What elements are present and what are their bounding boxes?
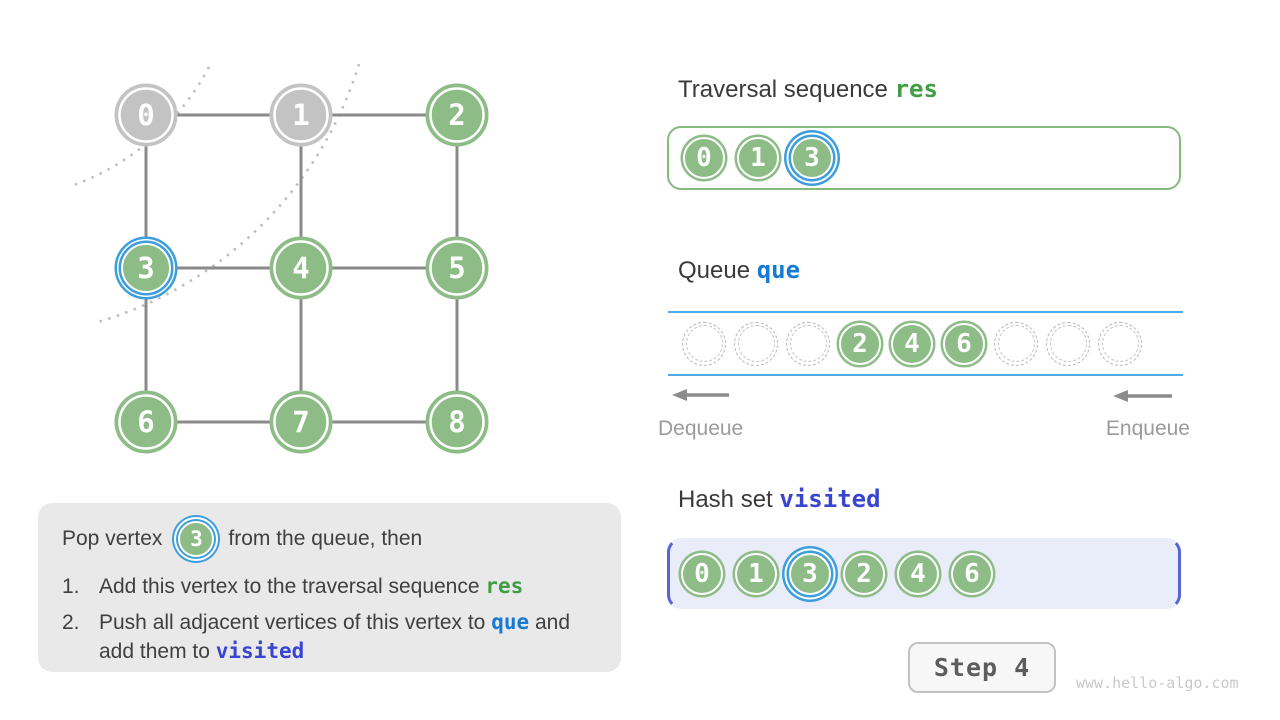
res-item: 0	[683, 137, 725, 179]
keyword-que: que	[756, 256, 801, 284]
visited-item-value: 0	[694, 558, 710, 589]
queue-item: 2	[839, 322, 881, 365]
explanation-intro-prefix: Pop vertex	[62, 527, 163, 550]
list-number: 2.	[62, 611, 80, 634]
explanation-intro-suffix: from the queue, then	[228, 527, 423, 550]
enqueue-arrow-icon	[1113, 390, 1172, 402]
queue-empty-slot	[734, 321, 778, 366]
graph-node-6: 6	[114, 390, 178, 454]
graph-node-7: 7	[269, 390, 333, 454]
traversal-heading: Traversal sequence res	[678, 74, 938, 105]
keyword-que: que	[491, 610, 530, 634]
traversal-sequence-box: 0 1 3	[667, 126, 1181, 190]
graph-node-0: 0	[114, 83, 178, 147]
visited-item-value: 4	[910, 558, 926, 589]
visited-heading-text: Hash set	[678, 486, 780, 513]
graph-node-label: 0	[137, 98, 154, 132]
visited-heading: Hash set visited	[678, 484, 881, 515]
queue-empty-slot	[1098, 321, 1142, 366]
visited-item-value: 3	[802, 558, 818, 589]
graph-node-label: 7	[292, 405, 309, 439]
visited-item: 4	[897, 552, 939, 595]
queue-item-value: 4	[904, 328, 920, 359]
queue-empty-slot	[994, 321, 1038, 366]
explanation-step-2: 2. Push all adjacent vertices of this ve…	[62, 608, 597, 666]
dequeue-label: Dequeue	[658, 417, 744, 440]
visited-set-box: 0 1 3 2 4 6	[667, 538, 1181, 609]
visited-item-highlighted: 3	[789, 552, 831, 595]
res-item-highlighted: 3	[791, 137, 833, 179]
queue-heading: Queue que	[678, 255, 800, 286]
list-number: 1.	[62, 575, 80, 598]
queue-item-value: 6	[956, 328, 972, 359]
graph-node-3-highlighted: 3	[114, 236, 178, 300]
keyword-res: res	[894, 75, 938, 103]
queue-heading-text: Queue	[678, 257, 757, 284]
step-2-text-cont: and add them to	[99, 611, 571, 663]
explanation-step-1-text: Add this vertex to the traversal sequenc…	[99, 572, 589, 601]
graph-node-label: 3	[137, 251, 154, 285]
explanation-step-1: 1. Add this vertex to the traversal sequ…	[62, 572, 597, 601]
graph-canvas: 0 1 2 3 4	[73, 63, 489, 454]
graph-node-1: 1	[269, 83, 333, 147]
keyword-visited: visited	[215, 639, 305, 663]
graph-node-2: 2	[425, 83, 489, 147]
step-2-text: Push all adjacent vertices of this verte…	[99, 611, 492, 634]
res-item-value: 1	[750, 143, 766, 173]
visited-item: 2	[843, 552, 885, 595]
graph-node-label: 5	[448, 251, 465, 285]
step-1-text: Add this vertex to the traversal sequenc…	[99, 575, 486, 598]
queue-item: 6	[943, 322, 985, 365]
queue-item-value: 2	[852, 328, 868, 359]
res-item-value: 0	[696, 143, 712, 173]
visited-item-value: 6	[964, 558, 980, 589]
visited-box-left-cap	[667, 538, 689, 609]
traversal-heading-text: Traversal sequence	[678, 76, 895, 103]
enqueue-label: Enqueue	[1105, 417, 1190, 440]
keyword-res: res	[485, 574, 524, 598]
graph-node-label: 2	[448, 98, 465, 132]
queue-empty-slot	[1046, 321, 1090, 366]
popped-vertex-value: 3	[190, 527, 203, 551]
visited-item: 0	[681, 552, 723, 595]
visited-item: 1	[735, 552, 777, 595]
graph-node-label: 8	[448, 405, 465, 439]
explanation-box: Pop vertex 3 from the queue, then 1. Add…	[38, 503, 621, 672]
visited-box-right-cap	[1159, 538, 1181, 609]
res-item: 1	[737, 137, 779, 179]
step-badge: Step 4	[908, 642, 1056, 693]
queue-box: 2 4 6	[668, 311, 1183, 376]
res-item-value: 3	[804, 143, 820, 173]
keyword-visited: visited	[779, 485, 881, 513]
visited-item: 6	[951, 552, 993, 595]
queue-empty-slot	[682, 321, 726, 366]
popped-vertex-chip: 3	[178, 521, 215, 557]
visited-item-value: 1	[748, 558, 764, 589]
watermark: www.hello-algo.com	[1076, 674, 1239, 692]
graph-node-label: 4	[292, 251, 309, 285]
explanation-intro: Pop vertex 3 from the queue, then	[62, 513, 597, 565]
graph-node-4: 4	[269, 236, 333, 300]
graph-node-8: 8	[425, 390, 489, 454]
dequeue-arrow-icon	[672, 389, 729, 401]
visited-item-value: 2	[856, 558, 872, 589]
graph-node-label: 1	[292, 98, 309, 132]
graph-node-5: 5	[425, 236, 489, 300]
bfs-wave-arc-outer	[97, 63, 361, 324]
queue-empty-slot	[786, 321, 830, 366]
graph-node-label: 6	[137, 405, 154, 439]
queue-item: 4	[891, 322, 933, 365]
explanation-step-2-text: Push all adjacent vertices of this verte…	[99, 608, 589, 666]
step-label: Step 4	[933, 653, 1031, 682]
